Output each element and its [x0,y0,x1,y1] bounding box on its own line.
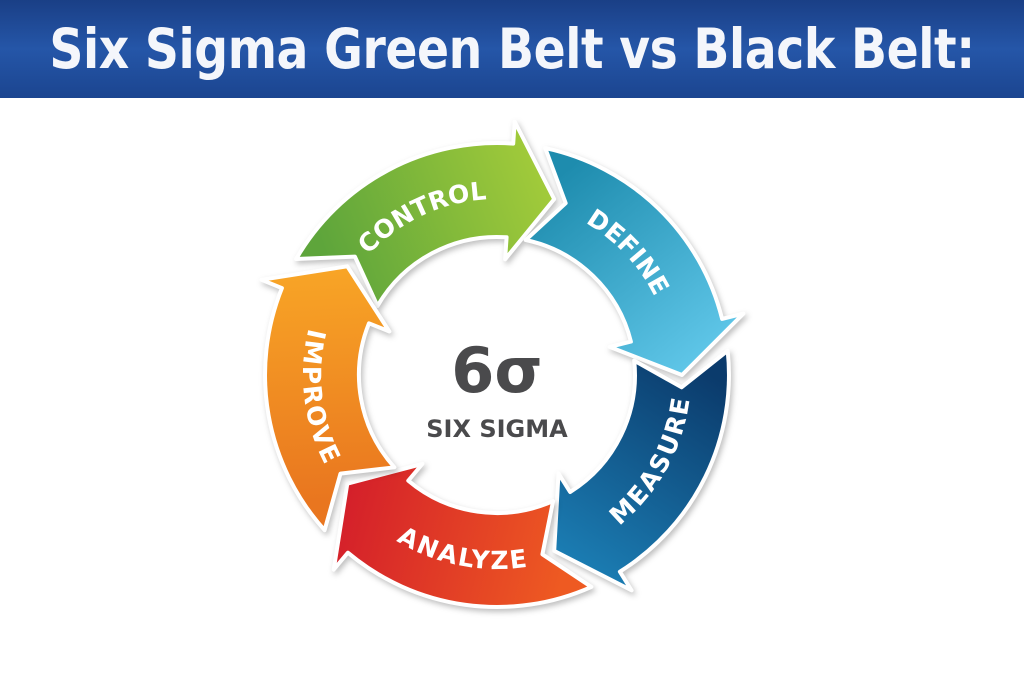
arrow-segment-analyze [331,461,594,609]
six-sigma-label: SIX SIGMA [426,415,568,443]
arrow-segment-improve [259,264,397,533]
title-banner: Six Sigma Green Belt vs Black Belt: [0,0,1024,98]
six-sigma-symbol: 6σ [451,334,542,407]
arrow-segment-define [523,146,746,377]
page-title: Six Sigma Green Belt vs Black Belt: [49,17,975,81]
arrow-segment-control [294,119,557,308]
arrow-segment-measure [552,348,731,593]
